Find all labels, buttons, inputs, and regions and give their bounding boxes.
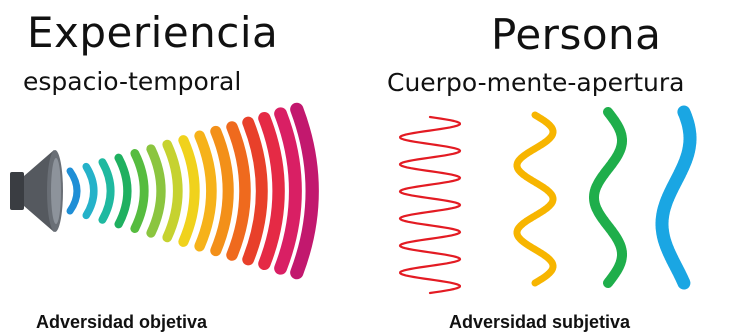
experience-subtitle: espacio-temporal	[23, 67, 242, 96]
sound-wave-band	[130, 149, 149, 233]
sound-wave-band	[226, 121, 251, 261]
subjective-adversity-caption: Adversidad subjetiva	[449, 312, 631, 332]
sound-wave-band	[290, 102, 319, 280]
sound-wave-band	[114, 153, 132, 229]
objective-adversity-caption: Adversidad objetiva	[36, 312, 208, 332]
person-title: Persona	[491, 10, 662, 59]
sound-wave-band	[242, 116, 268, 266]
sound-wave-band	[82, 162, 98, 220]
person-subtitle: Cuerpo-mente-apertura	[387, 68, 685, 97]
sound-wave-band	[162, 139, 183, 243]
sound-wave-band	[146, 144, 166, 238]
person-wave	[589, 107, 627, 288]
sound-wave-band	[274, 107, 302, 275]
sound-wave-band	[194, 130, 217, 252]
person-waves	[398, 105, 697, 295]
person-wave	[655, 105, 697, 290]
sound-wave-bands	[66, 102, 319, 280]
experience-title: Experiencia	[27, 8, 279, 57]
sound-wave-band	[66, 167, 81, 215]
sound-wave-band	[98, 158, 115, 224]
person-wave	[513, 111, 557, 287]
sound-wave-band	[258, 112, 285, 270]
sound-wave-band	[178, 135, 200, 247]
speaker-icon	[10, 150, 63, 232]
person-wave	[398, 115, 462, 295]
sound-wave-band	[210, 125, 234, 257]
